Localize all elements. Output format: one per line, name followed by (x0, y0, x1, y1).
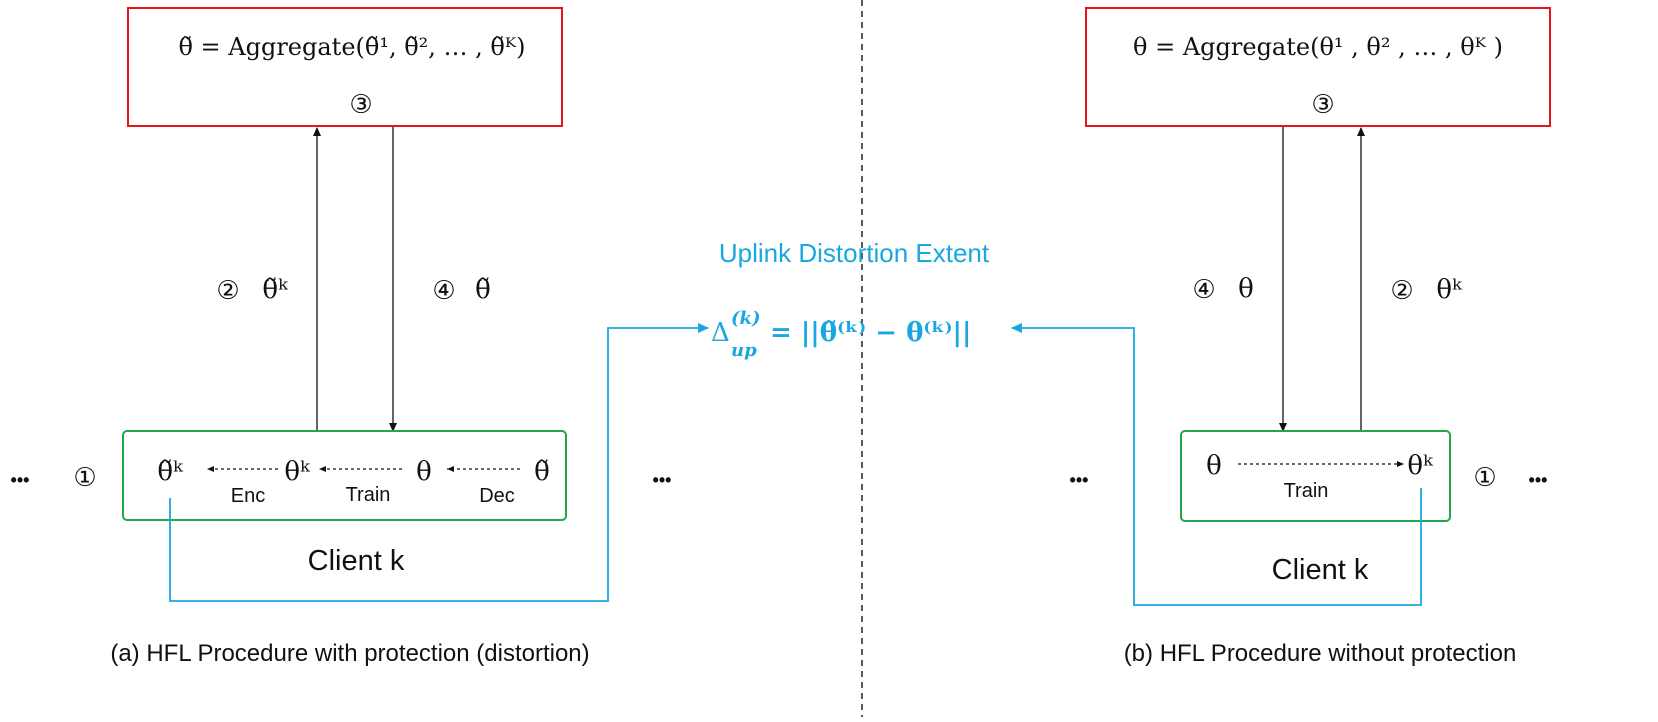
left-down-label: θ̃ (475, 275, 491, 305)
right-ellipsis-right: ••• (1529, 470, 1548, 490)
left-up-step: ② (216, 276, 239, 306)
left-server-formula: θ̃ = Aggregate(θ̃¹, θ̃², … , θ̃ᴷ) (178, 33, 525, 61)
left-panel: θ̃ = Aggregate(θ̃¹, θ̃², … , θ̃ᴷ) ③ ② θ̃… (11, 7, 709, 667)
left-client-item-theta-tilde-k: θ̃ᵏ (157, 457, 184, 487)
right-up-label: θᵏ (1436, 275, 1463, 305)
left-server-step: ③ (349, 90, 372, 120)
right-server-formula: θ = Aggregate(θ¹ , θ² , … , θᴷ ) (1133, 33, 1503, 61)
center-title: Uplink Distortion Extent (719, 238, 990, 268)
center-panel: Uplink Distortion Extent Δ (k) up = ||θ̃… (711, 238, 990, 361)
left-client-item-theta: θ (416, 457, 432, 487)
right-client-step: ① (1473, 463, 1496, 493)
left-ellipsis-left: ••• (11, 470, 30, 490)
left-down-step: ④ (432, 276, 455, 306)
right-client-name: Client k (1272, 554, 1369, 586)
center-formula-rhs: = ||θ̃⁽ᵏ⁾ − θ⁽ᵏ⁾|| (770, 318, 971, 348)
left-client-item-theta-k: θᵏ (284, 457, 311, 487)
left-up-label: θ̃ᵏ (262, 275, 289, 305)
right-server-box (1085, 7, 1551, 127)
center-formula-sub: up (731, 340, 757, 361)
center-formula-sup: (k) (731, 308, 761, 329)
left-caption: (a) HFL Procedure with protection (disto… (110, 640, 589, 667)
left-ellipsis-right: ••• (653, 470, 672, 490)
right-distortion-link (1011, 323, 1422, 606)
left-client-box (122, 430, 567, 521)
right-down-step: ④ (1192, 275, 1215, 305)
right-down-label: θ (1238, 274, 1254, 304)
right-caption: (b) HFL Procedure without protection (1124, 640, 1517, 667)
right-client-item-theta: θ (1206, 451, 1222, 481)
left-distortion-link (169, 323, 709, 602)
right-client-item-theta-k: θᵏ (1407, 451, 1434, 481)
center-formula-delta: Δ (711, 318, 730, 348)
left-op-train: Train (346, 484, 391, 506)
left-server-box (127, 7, 563, 127)
left-client-step: ① (73, 463, 96, 493)
right-client-box (1180, 430, 1451, 522)
right-ellipsis-left: ••• (1070, 470, 1089, 490)
right-up-step: ② (1390, 276, 1413, 306)
right-server-step: ③ (1311, 90, 1334, 120)
left-client-item-theta-tilde: θ̃ (534, 457, 550, 487)
right-panel: θ = Aggregate(θ¹ , θ² , … , θᴷ ) ③ ④ θ ②… (1011, 7, 1551, 667)
right-op-train: Train (1284, 480, 1329, 502)
left-op-enc: Enc (231, 485, 265, 507)
left-client-name: Client k (308, 545, 405, 577)
left-op-dec: Dec (479, 485, 515, 507)
